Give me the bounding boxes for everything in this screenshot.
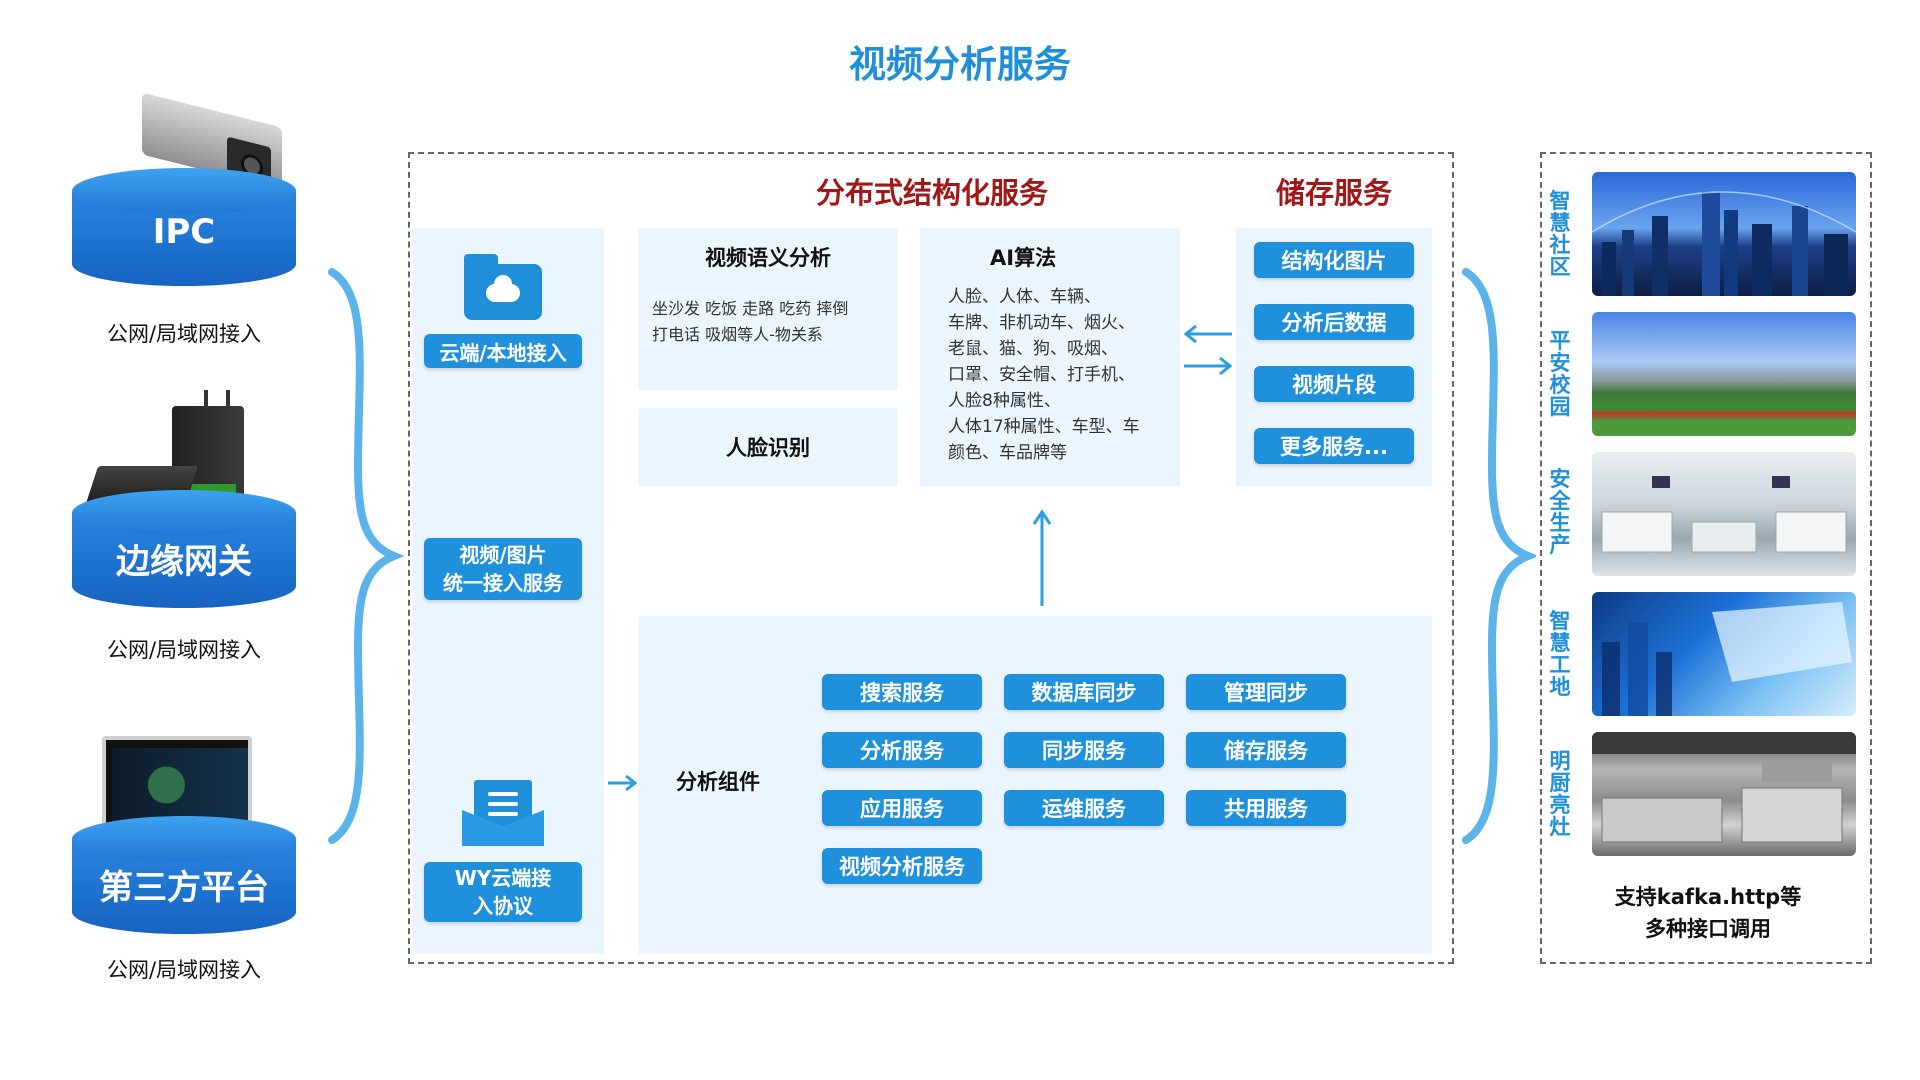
semantic-analysis-card [638,228,898,390]
component-db-sync[interactable]: 数据库同步 [1004,674,1164,710]
smart-community-image [1592,172,1856,296]
component-search-service[interactable]: 搜索服务 [822,674,982,710]
page-title: 视频分析服务 [849,43,1071,86]
ai-algorithm-line: 口罩、安全帽、打手机、 [948,365,1135,385]
analysis-components-label: 分析组件 [676,770,760,794]
face-recognition-card [638,408,898,486]
support-text-line2: 多种接口调用 [1645,917,1771,941]
scenario-label-safe-campus: 平安校园 [1549,329,1571,419]
up-arrow [1032,509,1052,606]
source-net-label: 公网/局域网接入 [106,638,262,662]
component-shared-service[interactable]: 共用服务 [1186,790,1346,826]
storage-item-analyzed-data[interactable]: 分析后数据 [1254,304,1414,340]
storage-sync-arrows [1183,324,1233,376]
component-app-service[interactable]: 应用服务 [822,790,982,826]
analysis-components-panel [638,616,1432,954]
section-title-distributed: 分布式结构化服务 [816,176,1049,210]
service-frame [408,152,1454,964]
unified-access-button[interactable]: 视频/图片 统一接入服务 [424,538,582,600]
safe-production-image [1592,452,1856,576]
document-inbox-icon [462,780,544,846]
ai-algorithm-line: 人脸、人体、车辆、 [948,287,1101,307]
component-storage-service[interactable]: 储存服务 [1186,732,1346,768]
semantic-analysis-line2: 打电话 吸烟等人-物关系 [652,325,823,344]
semantic-analysis-line1: 坐沙发 吃饭 走路 吃药 摔倒 [652,299,849,318]
ai-algorithm-line: 人脸8种属性、 [948,391,1061,411]
scenario-label-bright-kitchen: 明厨亮灶 [1549,749,1571,839]
cloud-local-access-button[interactable]: 云端/本地接入 [424,334,582,368]
source-label: 第三方平台 [99,868,269,908]
bright-kitchen-image [1592,732,1856,856]
scenario-frame [1540,152,1872,964]
ai-algorithm-line: 车牌、非机动车、烟火、 [948,313,1135,333]
storage-item-video-clip[interactable]: 视频片段 [1254,366,1414,402]
source-net-label: 公网/局域网接入 [106,322,262,346]
storage-item-more-services[interactable]: 更多服务... [1254,428,1414,464]
source-net-label: 公网/局域网接入 [106,958,262,982]
right-brace [1462,268,1536,844]
ai-algorithm-line: 人体17种属性、车型、车 [948,417,1140,437]
source-label: 边缘网关 [116,542,252,582]
unified-access-line1: 视频/图片 [459,543,547,567]
semantic-analysis-title: 视频语义分析 [705,246,831,270]
ai-algorithm-line: 颜色、车品牌等 [948,443,1067,463]
face-recognition-title: 人脸识别 [726,436,810,460]
left-brace [328,268,404,844]
safe-campus-image [1592,312,1856,436]
wy-protocol-button[interactable]: WY云端接 入协议 [424,862,582,922]
support-text-line1: 支持kafka.http等 [1614,885,1802,909]
storage-item-structured-image[interactable]: 结构化图片 [1254,242,1414,278]
scenario-label-smart-site: 智慧工地 [1549,609,1571,699]
smart-site-image [1592,592,1856,716]
wy-protocol-line1: WY云端接 [454,866,552,890]
unified-access-line2: 统一接入服务 [443,571,563,595]
ai-algorithm-card [920,228,1180,486]
source-cylinder: 边缘网关 [72,490,296,615]
ai-algorithm-line: 老鼠、猫、狗、吸烟、 [948,339,1118,359]
source-label: IPC [152,212,216,252]
component-ops-service[interactable]: 运维服务 [1004,790,1164,826]
cloud-folder-icon [464,254,542,320]
component-sync-service[interactable]: 同步服务 [1004,732,1164,768]
wy-protocol-line2: 入协议 [473,894,533,918]
section-title-storage: 储存服务 [1276,176,1393,210]
component-manage-sync[interactable]: 管理同步 [1186,674,1346,710]
ai-algorithm-title: AI算法 [990,246,1057,270]
component-analysis-service[interactable]: 分析服务 [822,732,982,768]
scenario-label-smart-community: 智慧社区 [1549,189,1571,279]
component-video-analysis-service[interactable]: 视频分析服务 [822,848,982,884]
source-cylinder: 第三方平台 [72,816,296,941]
source-cylinder: IPC [72,168,296,293]
scenario-label-safe-production: 安全生产 [1549,467,1571,557]
right-arrow [608,774,638,792]
